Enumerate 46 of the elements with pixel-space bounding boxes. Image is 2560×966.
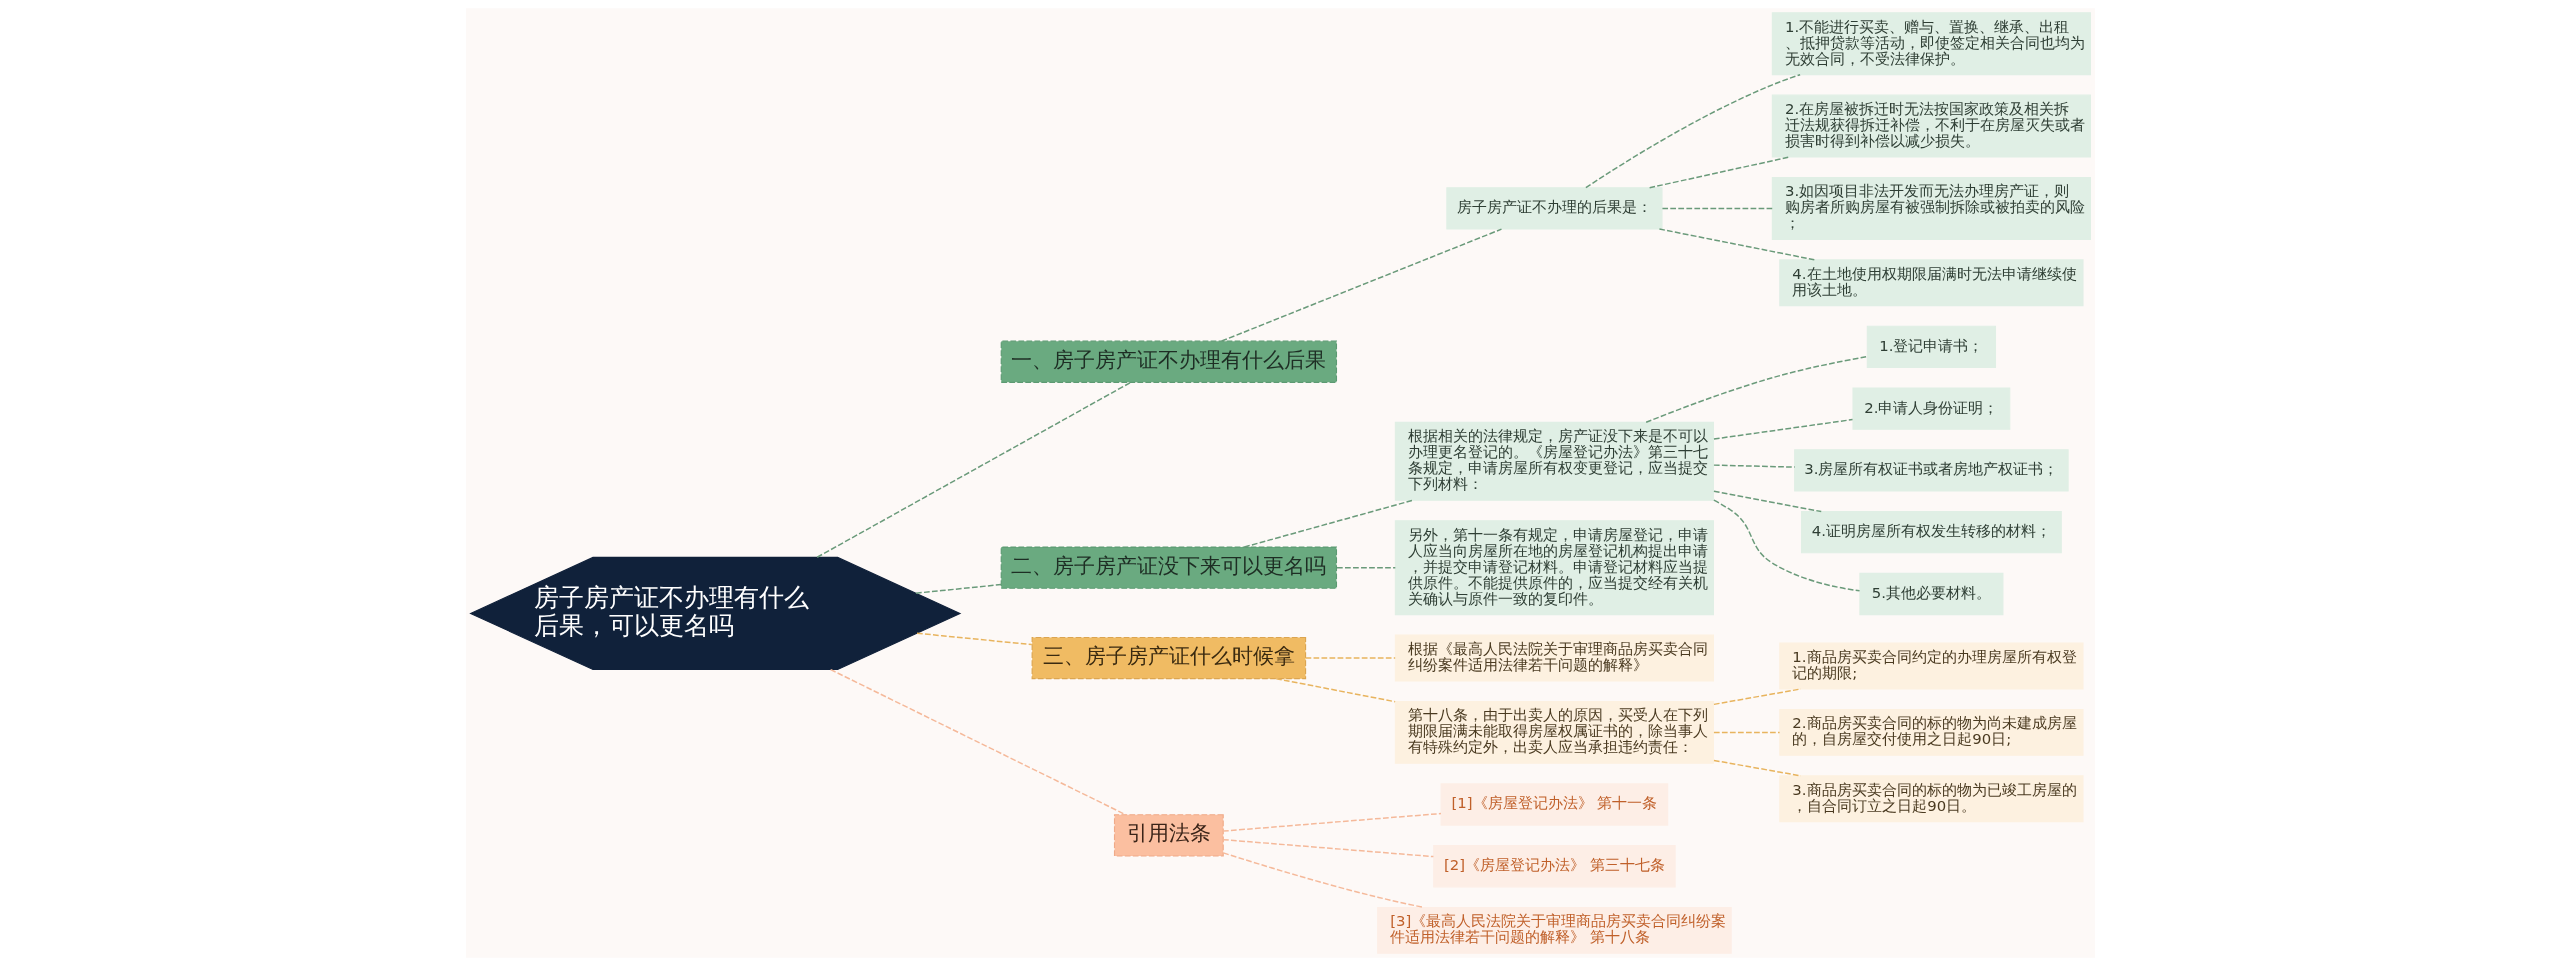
connector bbox=[1275, 677, 1396, 703]
node-box: 3.房屋所有权证书或者房地产权证书； bbox=[1793, 449, 2069, 492]
node-box: 第十八条，由于出卖人的原因，买受人在下列期限届满未能取得房屋权属证书的，除当事人有特殊约定外，出卖人应当承担违约责任： bbox=[1394, 700, 1714, 764]
node-box: 2.申请人身份证明； bbox=[1851, 387, 2010, 430]
connector bbox=[1335, 566, 1396, 569]
connector bbox=[1220, 228, 1502, 342]
connector bbox=[1712, 418, 1853, 440]
connector bbox=[1712, 464, 1795, 468]
node-box: 4.证明房屋所有权发生转移的材料； bbox=[1800, 511, 2062, 554]
connector bbox=[1584, 73, 1801, 189]
connector bbox=[815, 381, 1131, 558]
node-box: 1.登记申请书； bbox=[1866, 325, 1996, 368]
node-box: [1]《房屋登记办法》 第十一条 bbox=[1440, 783, 1668, 826]
node-box: 3.如因项目非法开发而无法办理房产证，则购房者所购房屋有被强制拆除或被拍卖的风险； bbox=[1771, 176, 2091, 240]
connector bbox=[1658, 228, 1815, 261]
connector bbox=[1712, 499, 1860, 592]
connector bbox=[1661, 207, 1773, 210]
node-box: 2.商品房买卖合同的标的物为尚未建成房屋的，自房屋交付使用之日起90日; bbox=[1778, 708, 2084, 756]
node-box: [3]《最高人民法院关于审理商品房买卖合同纠纷案件适用法律若干问题的解释》 第十八条 bbox=[1376, 906, 1732, 954]
connector bbox=[1648, 156, 1790, 189]
node-box: 根据相关的法律规定，房产证没下来是不可以办理更名登记的。《房屋登记办法》第三十七条规定，申请房屋所有权变更登记，应当提交下列材料： bbox=[1394, 421, 1714, 501]
node-box: 房子房产证不办理的后果是： bbox=[1445, 187, 1663, 230]
connector bbox=[1243, 499, 1414, 548]
node-box: 一、房子房产证不办理有什么后果 bbox=[1000, 340, 1337, 383]
node-box: 三、房子房产证什么时候拿 bbox=[1031, 636, 1306, 680]
node-box: 引用法条 bbox=[1113, 814, 1224, 857]
connector bbox=[915, 632, 1033, 646]
node-box: 5.其他必要材料。 bbox=[1858, 572, 2003, 616]
connector bbox=[1712, 731, 1780, 734]
connector bbox=[914, 583, 1002, 594]
connector bbox=[1712, 490, 1822, 513]
connector bbox=[1222, 838, 1434, 858]
connector bbox=[829, 668, 1126, 816]
node-box: 二、房子房产证没下来可以更名吗 bbox=[1000, 546, 1337, 589]
node-box: 根据《最高人民法院关于审理商品房买卖合同纠纷案件适用法律若干问题的解释》 bbox=[1394, 634, 1714, 682]
node-box: 1.商品房买卖合同约定的办理房屋所有权登记的期限; bbox=[1778, 642, 2084, 690]
connector bbox=[1222, 812, 1442, 832]
node-box: [2]《房屋登记办法》 第三十七条 bbox=[1432, 845, 1676, 888]
connector bbox=[1222, 852, 1424, 909]
node-box: 1.不能进行买卖、赠与、置换、继承、出租、抵押贷款等活动，即使签定相关合同也均为无效合同，不受法律保护。 bbox=[1771, 12, 2091, 76]
node-box: 3.商品房买卖合同的标的物为已竣工房屋的，自合同订立之日起90日。 bbox=[1778, 775, 2084, 823]
connector bbox=[1304, 657, 1396, 659]
connector bbox=[1644, 355, 1868, 424]
node-box: 另外，第十一条有规定，申请房屋登记，申请人应当向房屋所在地的房屋登记机构提出申请，并提交申请登记材料。申请登记材料应当提供原件。不能提供原件的，应当提交经有关机关确认与原件一致的复印件。 bbox=[1394, 520, 1714, 616]
node-box: 4.在土地使用权期限届满时无法申请继续使用该土地。 bbox=[1778, 259, 2084, 307]
node-box: 2.在房屋被拆迁时无法按国家政策及相关拆迁法规获得拆迁补偿，不利于在房屋灭失或者损害时得到补偿以减少损失。 bbox=[1771, 94, 2091, 158]
